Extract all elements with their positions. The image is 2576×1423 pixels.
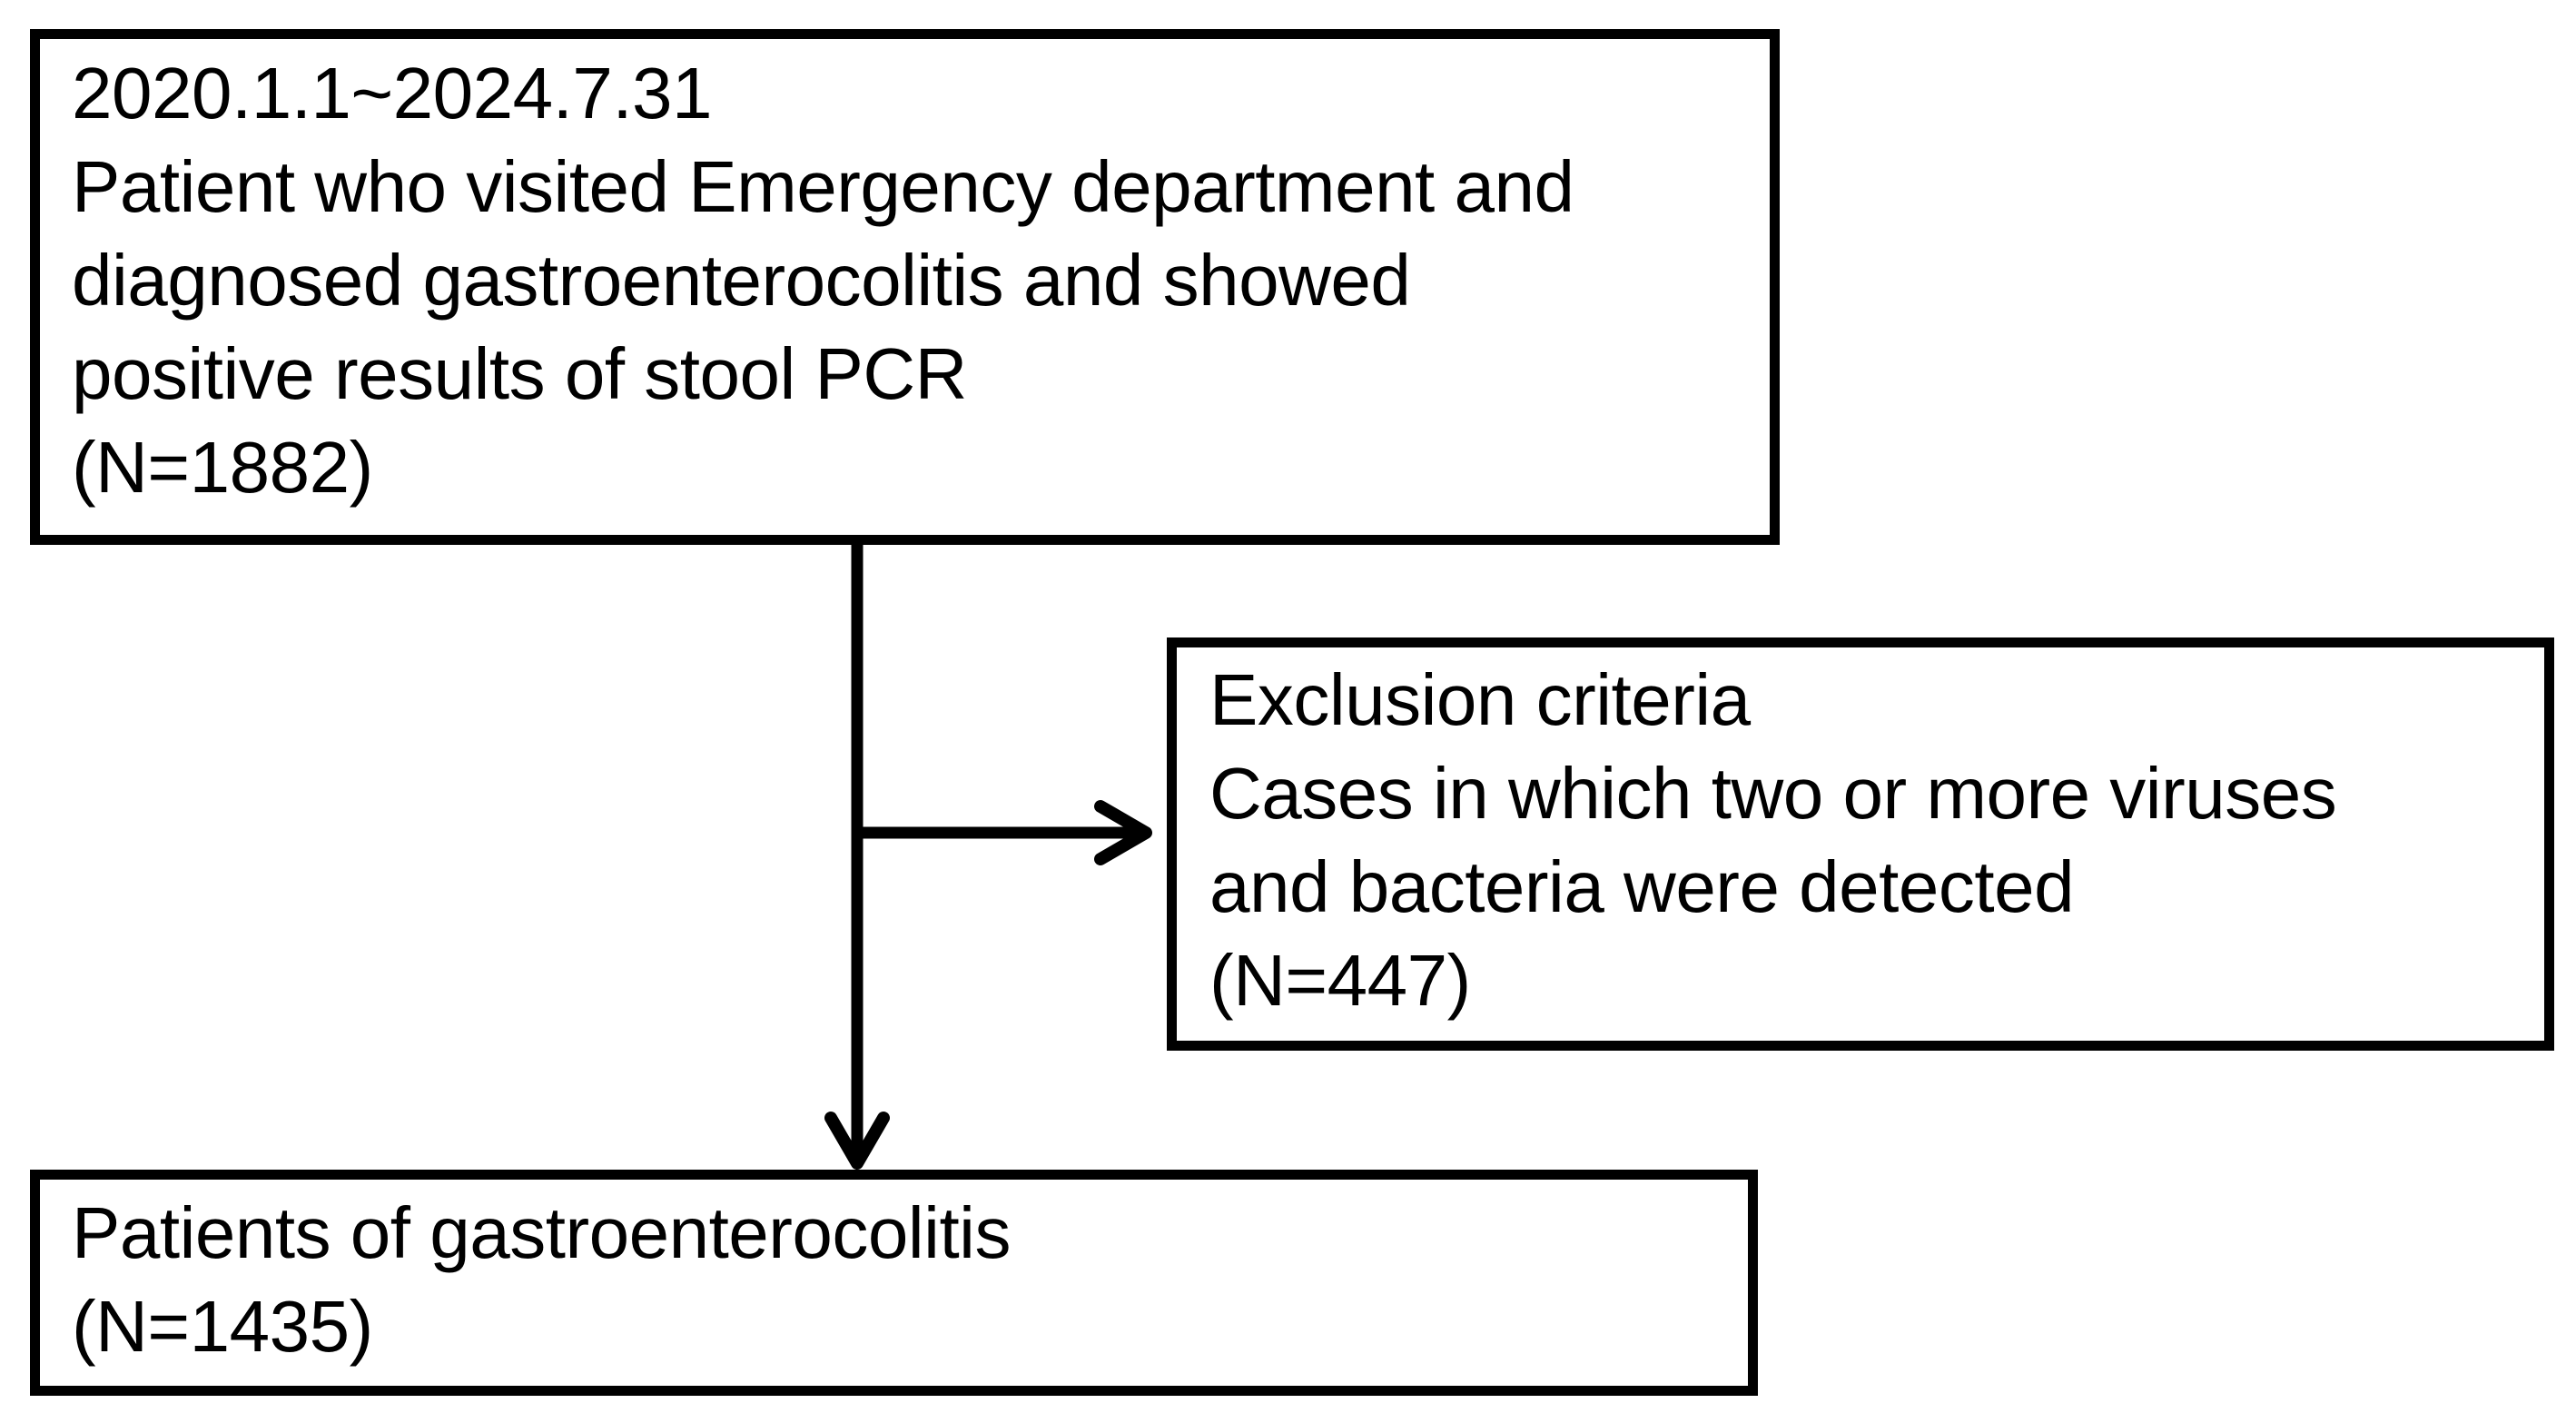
- final-cohort-count: (N=1435): [72, 1286, 373, 1367]
- exclusion-title: Exclusion criteria: [1209, 659, 1751, 740]
- source-count: (N=1882): [72, 427, 373, 508]
- exclusion-count: (N=447): [1209, 940, 1471, 1021]
- source-description-line-1: Patient who visited Emergency department…: [72, 146, 1574, 227]
- source-description-line-2: diagnosed gastroenterocolitis and showed: [72, 240, 1411, 321]
- right-arrow-icon: [857, 800, 1152, 865]
- exclusion-description-line-2: and bacteria were detected: [1209, 846, 2075, 927]
- exclusion-description-line-1: Cases in which two or more viruses: [1209, 753, 2337, 834]
- final-cohort-label: Patients of gastroenterocolitis: [72, 1192, 1011, 1273]
- down-arrow-icon: [824, 543, 890, 1170]
- source-population-box: 2020.1.1~2024.7.31 Patient who visited E…: [30, 29, 1780, 545]
- source-date-range: 2020.1.1~2024.7.31: [72, 53, 713, 133]
- exclusion-criteria-box: Exclusion criteria Cases in which two or…: [1167, 637, 2554, 1051]
- final-cohort-box: Patients of gastroenterocolitis (N=1435): [30, 1170, 1758, 1396]
- source-description-line-3: positive results of stool PCR: [72, 333, 967, 414]
